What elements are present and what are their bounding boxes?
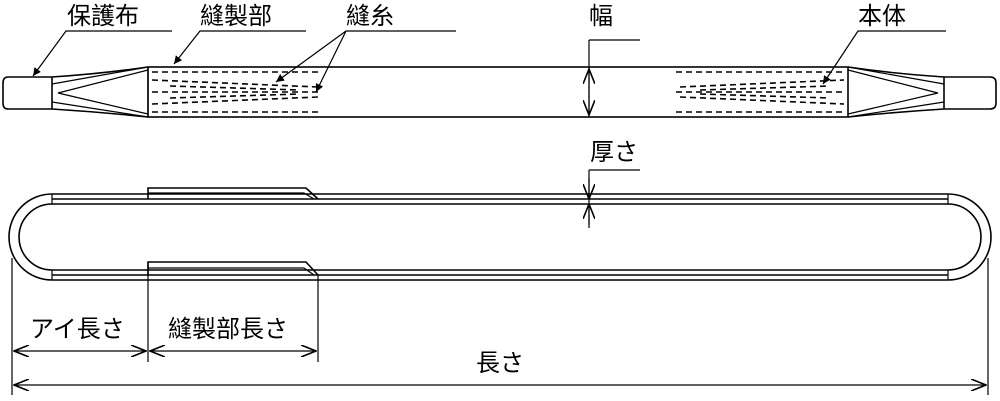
label-protector: 保護布 <box>67 2 139 30</box>
label-thread: 縫糸 <box>346 2 394 30</box>
top-labels: 保護布 縫製部 縫糸 幅 本体 <box>32 2 946 93</box>
left-stitching <box>147 67 322 117</box>
label-sewn-part: 縫製部 <box>200 2 272 30</box>
leader-thread-2 <box>315 30 347 93</box>
dim-sewn-length: 縫製部長さ <box>168 315 288 343</box>
dimensions: アイ長さ 縫製部長さ 長さ <box>11 258 989 395</box>
sling-inner-loop <box>18 203 982 271</box>
dim-length: 長さ <box>476 349 524 377</box>
leader-protector <box>32 30 172 77</box>
leader-sewn-part <box>173 30 306 65</box>
label-width: 幅 <box>589 2 613 30</box>
label-thickness: 厚さ <box>590 138 638 166</box>
right-protector-tab <box>944 76 997 110</box>
dim-eye-length: アイ長さ <box>30 315 125 343</box>
right-stitching <box>676 71 845 113</box>
leader-body <box>822 30 946 85</box>
side-view: 厚さ <box>8 138 992 281</box>
top-view <box>2 40 997 118</box>
label-body: 本体 <box>858 2 906 30</box>
leader-thread-1 <box>275 30 347 83</box>
sling-outer-loop <box>8 193 992 281</box>
left-protector-tab <box>2 76 52 110</box>
